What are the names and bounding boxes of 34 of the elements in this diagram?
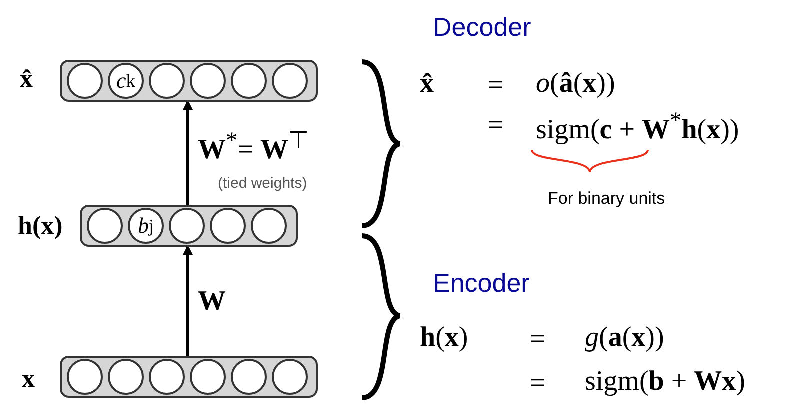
- equation-term: sigm(c + W$^{*}$h(x)): [536, 110, 740, 144]
- equals-sign: =: [530, 370, 546, 398]
- layer-label: h(x): [18, 211, 63, 241]
- section-heading: Encoder: [433, 270, 530, 296]
- neuron-circle: [251, 208, 287, 244]
- equals-sign: =: [488, 72, 504, 100]
- neuron-circle: [231, 63, 267, 99]
- neuron-circle: [108, 359, 144, 395]
- neuron-circle: [87, 208, 123, 244]
- section-heading: Decoder: [433, 14, 532, 40]
- neuron-circle: [272, 63, 308, 99]
- neuron-circle: [149, 63, 185, 99]
- neuron-circle: [169, 208, 205, 244]
- neuron-circle: [231, 359, 267, 395]
- arrow: [183, 245, 193, 356]
- layer-label: x̂: [20, 64, 33, 94]
- neuron-circle: [272, 359, 308, 395]
- equals-sign: =: [488, 112, 504, 140]
- equation-term: sigm(b + Wx): [585, 368, 746, 396]
- neuron-circle: [190, 359, 226, 395]
- annotation: For binary units: [548, 190, 666, 207]
- neuron-circle: [149, 359, 185, 395]
- arrow: [183, 100, 193, 205]
- equation-term: h(x): [420, 324, 468, 352]
- equation-term: o(â(x)): [536, 70, 616, 98]
- equation-term: x̂: [420, 70, 434, 98]
- equation-term: g(a(x)): [585, 324, 664, 352]
- neuron-circle: [67, 359, 103, 395]
- neuron-circle: [190, 63, 226, 99]
- neuron-circle: [67, 63, 103, 99]
- annotation: (tied weights): [218, 176, 308, 191]
- neuron-circle: [210, 208, 246, 244]
- layer-label: x: [22, 364, 35, 394]
- equals-sign: =: [530, 326, 546, 354]
